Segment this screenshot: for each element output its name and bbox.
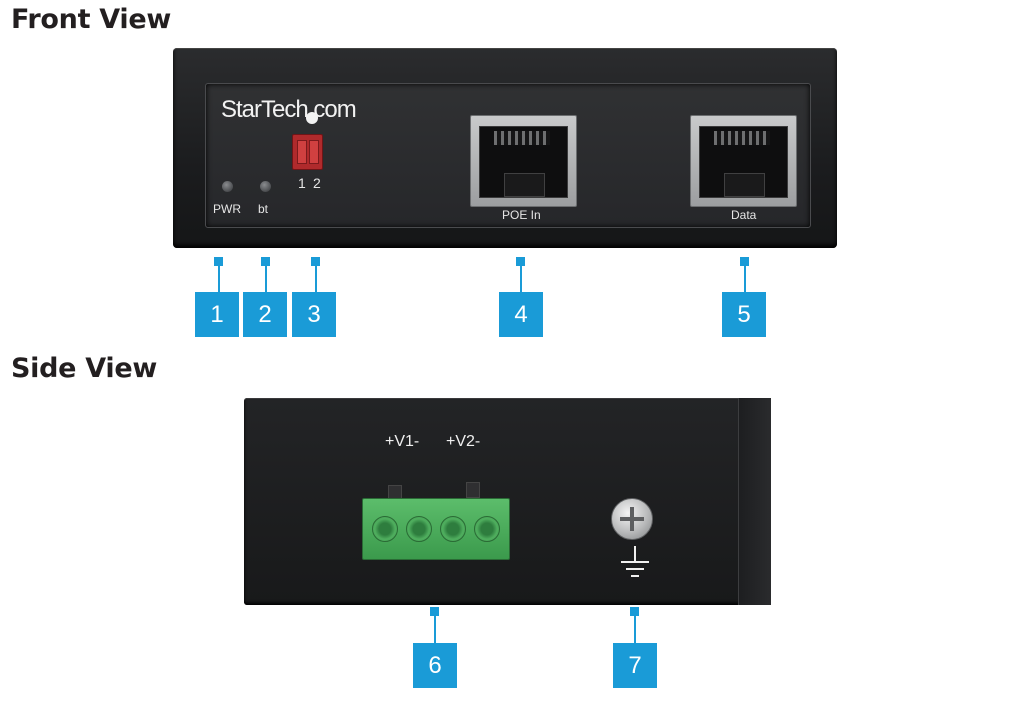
dip-switch-1[interactable] xyxy=(297,140,307,164)
callout-line-1 xyxy=(218,262,220,292)
callout-marker-3 xyxy=(311,257,320,266)
dip-switch-2[interactable] xyxy=(309,140,319,164)
dip-label-1: 1 xyxy=(298,175,306,191)
callout-4: 4 xyxy=(499,292,543,337)
terminal-screw xyxy=(372,516,398,542)
callout-7: 7 xyxy=(613,643,657,688)
terminal-label-v1: +V1- xyxy=(385,433,420,450)
callout-2: 2 xyxy=(243,292,287,337)
brand-logo: StarTech.com xyxy=(221,96,357,123)
pwr-led xyxy=(222,181,233,192)
callout-marker-5 xyxy=(740,257,749,266)
terminal-tab-right xyxy=(466,482,480,498)
data-label: Data xyxy=(731,208,757,222)
poe-in-label: POE In xyxy=(502,208,541,222)
port-opening xyxy=(479,126,568,198)
callout-6: 6 xyxy=(413,643,457,688)
callout-marker-2 xyxy=(261,257,270,266)
callout-marker-7 xyxy=(630,607,639,616)
port-pins xyxy=(714,131,770,145)
port-pins xyxy=(494,131,550,145)
poe-in-port[interactable] xyxy=(470,115,577,207)
front-view-title: Front View xyxy=(11,4,172,35)
callout-3: 3 xyxy=(292,292,336,337)
bt-label: bt xyxy=(258,202,269,216)
callout-line-4 xyxy=(520,262,522,292)
callout-marker-4 xyxy=(516,257,525,266)
power-terminal-block[interactable] xyxy=(362,498,510,560)
callout-line-5 xyxy=(744,262,746,292)
dip-switch[interactable] xyxy=(292,134,323,170)
ground-screw[interactable] xyxy=(611,498,653,540)
port-latch xyxy=(724,173,765,197)
callout-line-2 xyxy=(265,262,267,292)
terminal-screw xyxy=(440,516,466,542)
callout-line-6 xyxy=(434,612,436,643)
callout-line-7 xyxy=(634,612,636,643)
ground-icon xyxy=(621,546,649,577)
side-view-title: Side View xyxy=(11,353,157,384)
bt-led xyxy=(260,181,271,192)
callout-1: 1 xyxy=(195,292,239,337)
port-opening xyxy=(699,126,788,198)
callout-line-3 xyxy=(315,262,317,292)
dip-label-2: 2 xyxy=(313,175,321,191)
dip-indicator-dot xyxy=(306,112,318,124)
side-device-edge xyxy=(738,398,771,605)
terminal-label-v2: +V2- xyxy=(446,433,481,450)
port-latch xyxy=(504,173,545,197)
pwr-label: PWR xyxy=(213,202,241,216)
callout-5: 5 xyxy=(722,292,766,337)
callout-marker-6 xyxy=(430,607,439,616)
data-port[interactable] xyxy=(690,115,797,207)
terminal-screw xyxy=(474,516,500,542)
callout-marker-1 xyxy=(214,257,223,266)
terminal-screw xyxy=(406,516,432,542)
